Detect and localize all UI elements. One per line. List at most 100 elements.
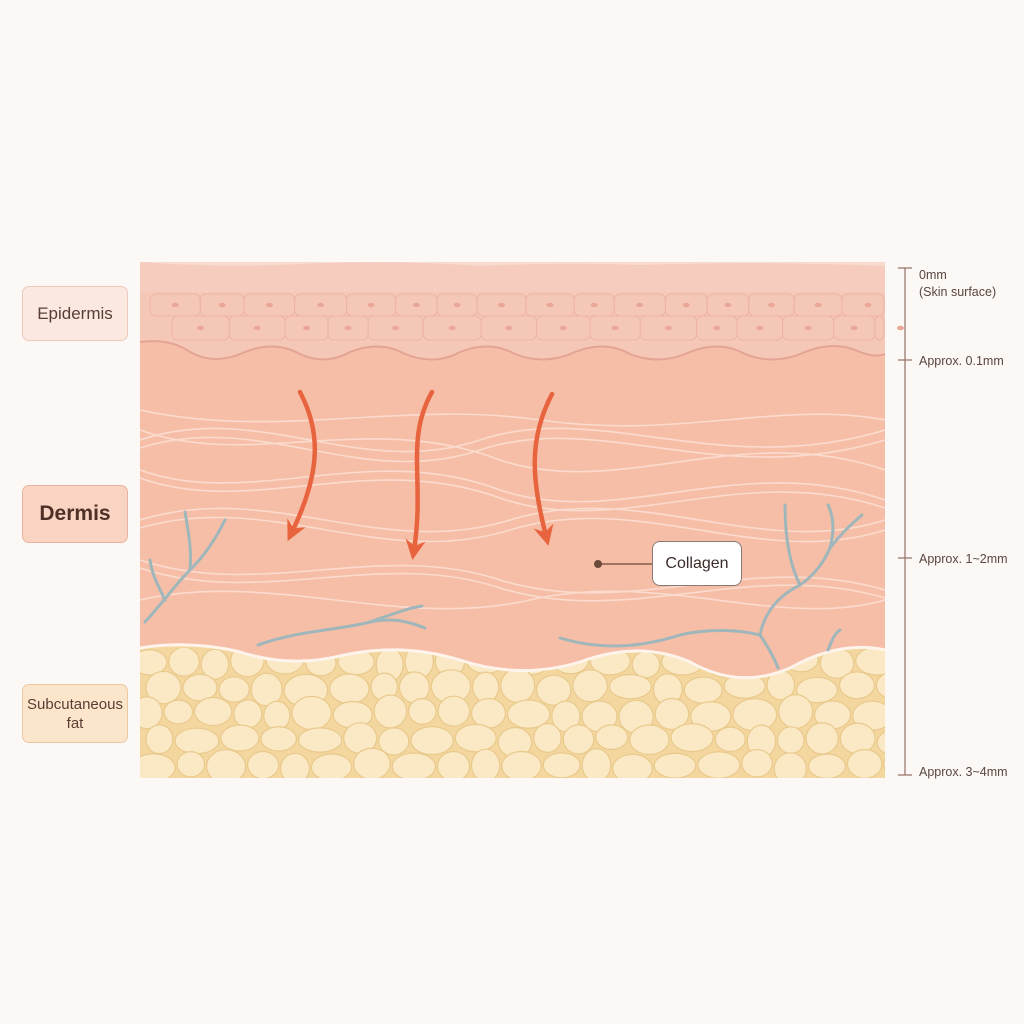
fat-cell bbox=[894, 701, 928, 732]
fat-cell bbox=[454, 723, 497, 753]
penetration-arrows bbox=[287, 389, 555, 561]
fat-cell bbox=[391, 752, 437, 778]
cell-nucleus bbox=[814, 302, 822, 308]
collagen-callout: Collagen bbox=[652, 541, 742, 586]
cell-nucleus bbox=[559, 325, 567, 331]
dermis-layer bbox=[139, 341, 886, 680]
fat-cell bbox=[595, 724, 629, 751]
fat-cell bbox=[506, 699, 551, 729]
fat-cell bbox=[500, 667, 536, 704]
fat-cell bbox=[533, 722, 562, 754]
cell-nucleus bbox=[724, 302, 732, 308]
fat-cell bbox=[608, 673, 653, 700]
epidermal-cell bbox=[874, 315, 885, 341]
cell-nucleus bbox=[303, 325, 311, 331]
cell-nucleus bbox=[253, 325, 261, 331]
cell-nucleus bbox=[448, 325, 456, 331]
fat-cell bbox=[140, 696, 163, 730]
cell-nucleus bbox=[682, 302, 690, 308]
cell-nucleus bbox=[636, 302, 644, 308]
epidermis-label: Epidermis bbox=[22, 286, 128, 341]
fat-cell bbox=[653, 752, 697, 778]
epidermal-cells bbox=[149, 293, 904, 341]
subcutaneous-fat-label: Subcutaneous fat bbox=[22, 684, 128, 743]
fat-cell bbox=[378, 727, 410, 756]
cell-nucleus bbox=[896, 325, 904, 331]
cell-nucleus bbox=[546, 302, 554, 308]
fat-cell bbox=[140, 753, 176, 778]
fat-cell bbox=[163, 699, 194, 725]
fat-cell bbox=[572, 669, 608, 703]
fat-cell bbox=[654, 697, 690, 731]
fat-cell bbox=[536, 674, 572, 706]
fat-cell bbox=[200, 648, 230, 680]
fat-cell bbox=[883, 757, 885, 772]
fat-cell bbox=[875, 672, 885, 698]
fat-cell bbox=[612, 753, 653, 778]
cell-nucleus bbox=[850, 325, 858, 331]
arrow-1 bbox=[287, 389, 318, 542]
dermis-label: Dermis bbox=[22, 485, 128, 543]
arrow-3 bbox=[532, 391, 555, 546]
fat-cell bbox=[145, 670, 182, 705]
cell-nucleus bbox=[497, 302, 505, 308]
cell-nucleus bbox=[367, 302, 375, 308]
fat-cell bbox=[470, 697, 507, 729]
fat-cell bbox=[629, 724, 670, 756]
fat-cell bbox=[291, 695, 332, 731]
fat-cell bbox=[140, 649, 168, 676]
cell-nucleus bbox=[392, 325, 400, 331]
fat-cell bbox=[562, 724, 595, 755]
fat-cell bbox=[174, 727, 220, 755]
fat-cell bbox=[233, 699, 263, 729]
fat-cell bbox=[145, 724, 174, 755]
fat-cell bbox=[437, 695, 471, 727]
fat-cell bbox=[670, 723, 714, 753]
depth-label-fat: Approx. 3~4mm bbox=[919, 765, 1008, 779]
fat-cell bbox=[807, 753, 847, 778]
cell-nucleus bbox=[864, 302, 872, 308]
fat-cell bbox=[805, 722, 839, 755]
fat-cell bbox=[697, 751, 741, 778]
fat-cell bbox=[220, 724, 260, 752]
fat-cell bbox=[168, 648, 200, 677]
fat-cell bbox=[542, 752, 581, 778]
fat-cell bbox=[819, 648, 855, 679]
cell-nucleus bbox=[590, 302, 598, 308]
collagen-fibers bbox=[140, 409, 885, 610]
cell-nucleus bbox=[611, 325, 619, 331]
fat-cell bbox=[472, 671, 500, 703]
cell-nucleus bbox=[218, 302, 226, 308]
fat-cell bbox=[839, 722, 876, 755]
fat-cell bbox=[876, 731, 885, 755]
depth-label-surface-note: (Skin surface) bbox=[919, 285, 997, 299]
fat-cell bbox=[410, 726, 454, 756]
fat-cell bbox=[773, 752, 808, 778]
cell-nucleus bbox=[453, 302, 461, 308]
fat-cell bbox=[205, 749, 247, 778]
fat-cell bbox=[353, 747, 391, 778]
fat-cell bbox=[176, 750, 206, 778]
fat-cell bbox=[776, 726, 805, 755]
fat-cell bbox=[631, 650, 661, 679]
depth-label-dermis: Approx. 1~2mm bbox=[919, 552, 1008, 566]
blood-vessels bbox=[143, 503, 864, 670]
fat-cell bbox=[683, 676, 723, 704]
fat-cell bbox=[279, 752, 311, 778]
depth-label-epidermis: Approx. 0.1mm bbox=[919, 354, 1004, 368]
fat-cell bbox=[263, 700, 291, 731]
fat-cell bbox=[714, 726, 746, 753]
cell-nucleus bbox=[197, 325, 205, 331]
fat-cells bbox=[140, 648, 928, 778]
fat-cell bbox=[408, 697, 437, 725]
fat-cell bbox=[328, 673, 370, 705]
cell-nucleus bbox=[505, 325, 513, 331]
fat-cell bbox=[470, 748, 501, 778]
cell-nucleus bbox=[664, 325, 672, 331]
cell-nucleus bbox=[756, 325, 764, 331]
cell-nucleus bbox=[713, 325, 721, 331]
fat-cell bbox=[838, 671, 876, 700]
fat-cell bbox=[297, 727, 343, 753]
cell-nucleus bbox=[767, 302, 775, 308]
cell-nucleus bbox=[412, 302, 420, 308]
